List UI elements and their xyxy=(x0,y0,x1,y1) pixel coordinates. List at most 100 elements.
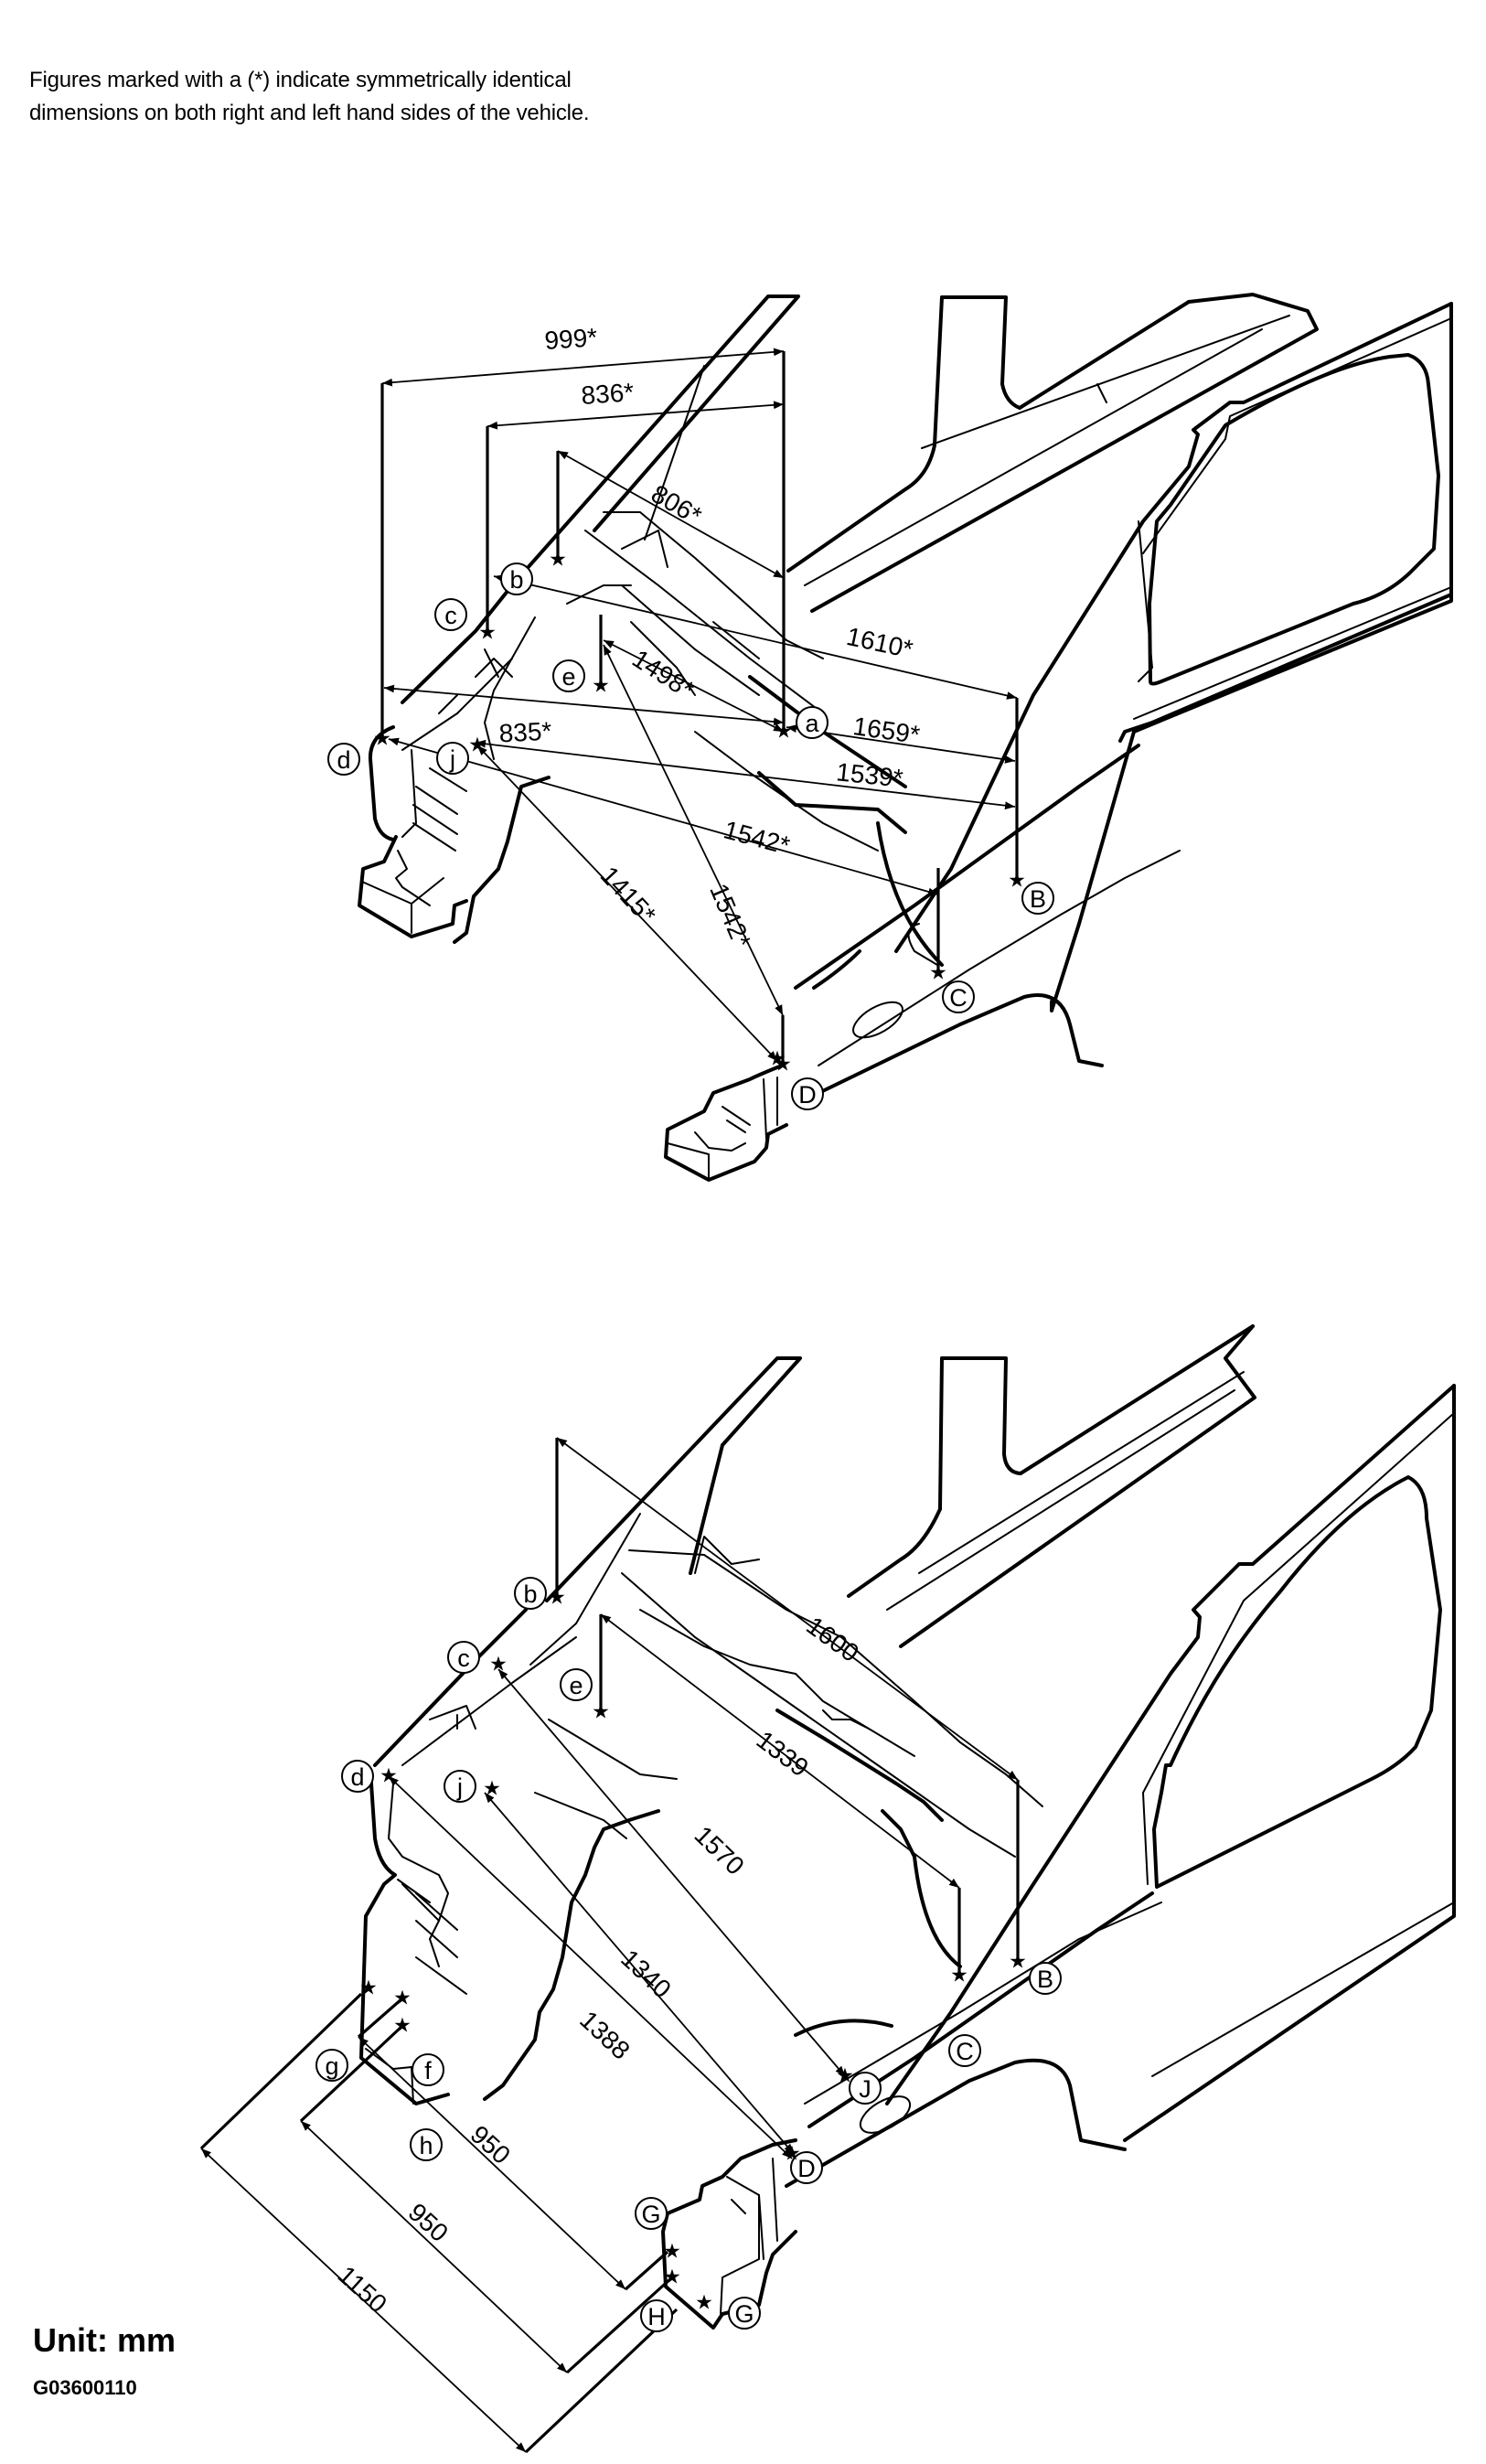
bottom-point-h: h xyxy=(410,2128,443,2161)
measurement-star-icon: ★ xyxy=(549,549,567,572)
dimension-line xyxy=(381,348,785,387)
bottom-point-H: H xyxy=(640,2299,673,2332)
top-point-c: c xyxy=(434,598,467,631)
dimension-line xyxy=(493,574,1018,700)
bottom-point-f-letter: f xyxy=(424,2057,432,2084)
bottom-point-g-letter: g xyxy=(325,2052,338,2080)
bottom-point-B-letter: B xyxy=(1037,1966,1053,1993)
dimension-label: 1542* xyxy=(704,880,756,953)
dimension-line xyxy=(388,1775,793,2159)
bottom-point-e: e xyxy=(560,1668,593,1701)
unit-label: Unit: mm xyxy=(33,2321,176,2359)
bottom-point-G-letter: G xyxy=(641,2201,660,2228)
bottom-point-h-letter: h xyxy=(419,2132,433,2159)
measurement-star-icon: ★ xyxy=(468,734,486,757)
measurement-star-icon: ★ xyxy=(592,675,610,698)
top-point-a: a xyxy=(796,706,829,739)
measurement-star-icon: ★ xyxy=(768,1048,786,1071)
dimension-line xyxy=(486,401,785,430)
bottom-point-B: B xyxy=(1029,1962,1062,1995)
bottom-point-d: d xyxy=(341,1760,374,1793)
dimension-line xyxy=(497,1668,846,2077)
dimension-label: 1570 xyxy=(689,1820,749,1880)
bottom-dimension-h-H: 950 xyxy=(299,2024,674,2374)
top-dimension-a-c: 836* xyxy=(486,378,785,631)
dimension-line xyxy=(556,1437,1019,1781)
measurement-star-icon: ★ xyxy=(1008,870,1026,893)
extension-line xyxy=(299,2024,404,2123)
measurement-star-icon: ★ xyxy=(548,1587,566,1610)
bottom-point-j-letter: j xyxy=(456,1773,463,1801)
symmetry-note-line-2: dimensions on both right and left hand s… xyxy=(29,101,590,125)
measurement-star-icon: ★ xyxy=(393,1987,412,2010)
bottom-point-D-letter: D xyxy=(797,2155,816,2182)
dimension-label: 1339 xyxy=(752,1725,814,1782)
measurement-star-icon: ★ xyxy=(359,1977,378,2000)
bottom-point-f: f xyxy=(412,2053,444,2086)
top-dimension-d-a: 835* xyxy=(383,684,785,747)
dimension-line xyxy=(200,2148,527,2453)
top-dimension-c-B: 1610* xyxy=(493,574,1019,881)
bottom-dimension-d-D: 1388 xyxy=(388,1775,793,2159)
bottom-dimension-e-C: 1339 xyxy=(599,1613,961,1976)
extension-line xyxy=(524,2308,679,2454)
bottom-point-b: b xyxy=(514,1577,547,1610)
bottom-point-g: g xyxy=(315,2049,348,2082)
measurement-star-icon: ★ xyxy=(774,1054,792,1077)
bottom-point-J-letter: J xyxy=(859,2075,871,2103)
dimension-label: 950 xyxy=(465,2120,516,2169)
measurement-star-icon: ★ xyxy=(592,1701,610,1724)
bottom-point-C-letter: C xyxy=(956,2038,974,2065)
dimension-label: 1340 xyxy=(615,1944,677,2003)
measurement-star-icon: ★ xyxy=(950,1965,968,1987)
bottom-point-D: D xyxy=(790,2151,823,2184)
dimension-line xyxy=(603,644,784,1016)
dimension-line xyxy=(383,684,785,726)
symmetry-note: Figures marked with a (*) indicate symme… xyxy=(29,64,590,130)
bottom-point-G-letter: G xyxy=(734,2300,754,2328)
measurement-star-icon: ★ xyxy=(783,2143,801,2166)
measurement-star-icon: ★ xyxy=(775,721,793,744)
bottom-body-outline xyxy=(359,1324,1456,2330)
symmetry-note-line-1: Figures marked with a (*) indicate symme… xyxy=(29,68,572,92)
measurement-star-icon: ★ xyxy=(663,2266,681,2289)
extension-line xyxy=(357,1997,404,2039)
measurement-star-icon: ★ xyxy=(393,2015,412,2038)
top-point-B: B xyxy=(1021,882,1054,915)
dimension-label: 999* xyxy=(544,323,599,355)
dimension-label: 1542* xyxy=(721,815,793,860)
top-dimension-e-D: 1542* xyxy=(603,644,785,1065)
top-dimension-b-a: 806* xyxy=(556,450,785,579)
bottom-point-c: c xyxy=(447,1641,480,1674)
measurement-star-icon: ★ xyxy=(663,2241,681,2264)
measurement-star-icon: ★ xyxy=(380,1765,398,1788)
top-point-b-letter: b xyxy=(509,566,523,594)
measurement-star-icon: ★ xyxy=(695,2292,713,2315)
top-point-c-letter: c xyxy=(444,602,457,629)
dimension-layer: 999*836*806*1610*1498*835*1659*1539*1542… xyxy=(199,323,1020,2454)
dimension-label: 1388 xyxy=(574,2005,636,2064)
measurement-star-icon: ★ xyxy=(836,2065,854,2088)
measurement-star-icon: ★ xyxy=(373,728,391,751)
top-dimension-j-B: 1539* xyxy=(475,739,1016,810)
top-point-j-letter: j xyxy=(449,745,455,773)
bottom-point-e-letter: e xyxy=(569,1672,583,1699)
measurement-star-icon: ★ xyxy=(478,622,497,645)
bottom-point-G: G xyxy=(635,2197,668,2230)
top-point-e: e xyxy=(552,659,585,692)
measurement-star-icon: ★ xyxy=(483,1778,501,1801)
bottom-point-b-letter: b xyxy=(523,1580,537,1608)
extension-line xyxy=(624,2250,669,2291)
bottom-point-j: j xyxy=(444,1770,476,1803)
dimension-label: 1150 xyxy=(333,2260,392,2318)
dimension-line xyxy=(557,450,785,579)
bottom-dimension-c-J: 1570 xyxy=(497,1668,846,2077)
top-point-B-letter: B xyxy=(1030,885,1046,913)
bottom-point-d-letter: d xyxy=(350,1763,364,1791)
top-point-j: j xyxy=(436,742,469,775)
bottom-point-J: J xyxy=(849,2072,882,2105)
extension-line xyxy=(199,1992,363,2150)
dimension-label: 950 xyxy=(403,2198,454,2247)
dimension-line xyxy=(475,739,1016,810)
